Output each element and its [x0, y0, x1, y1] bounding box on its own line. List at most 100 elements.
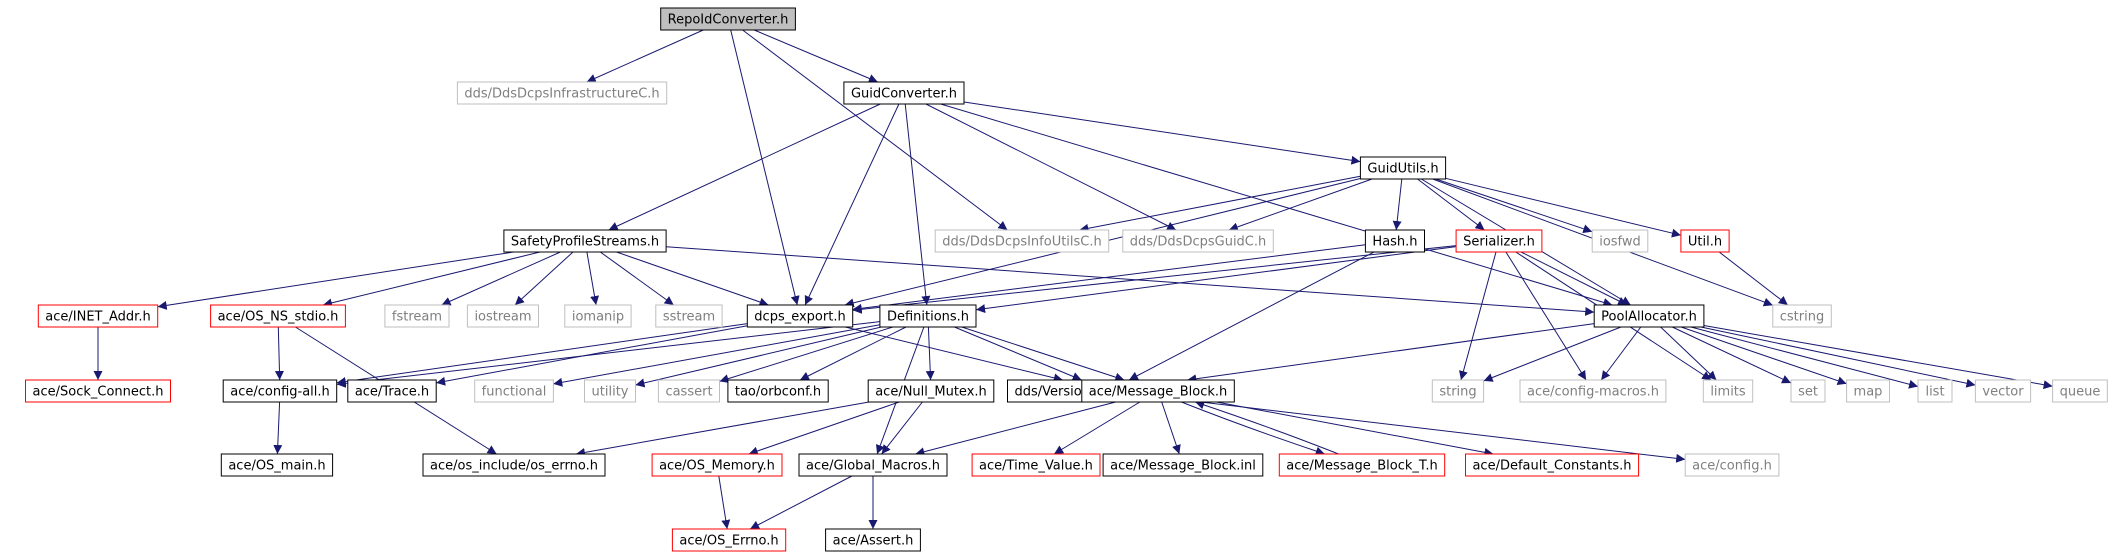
edge	[1216, 401, 1494, 457]
edge	[1600, 326, 1642, 381]
node-box	[1680, 229, 1730, 253]
edge	[964, 101, 1361, 165]
node-n22[interactable]: ace/config-all.h	[222, 379, 338, 403]
node-label: string	[1439, 385, 1476, 400]
node-n11[interactable]: ace/INET_Addr.h	[37, 304, 159, 328]
node-box	[1790, 379, 1826, 403]
node-n8[interactable]: Serializer.h	[1455, 229, 1543, 253]
node-n49[interactable]: ace/Assert.h	[825, 528, 921, 552]
node-n5: dds/DdsDcpsInfoUtilsC.h	[934, 229, 1110, 253]
node-box	[1702, 379, 1754, 403]
node-n10[interactable]: Util.h	[1680, 229, 1730, 253]
edge	[441, 251, 561, 306]
node-n46[interactable]: ace/Default_Constants.h	[1465, 453, 1640, 477]
node-n29: string	[1431, 379, 1485, 403]
node-box	[655, 304, 723, 328]
node-box	[1278, 453, 1446, 477]
edge	[754, 29, 878, 83]
node-label: tao/orbconf.h	[735, 385, 821, 400]
node-box	[867, 379, 995, 403]
node-n3[interactable]: GuidUtils.h	[1359, 156, 1447, 180]
node-box	[746, 304, 854, 328]
node-label: set	[1798, 385, 1818, 400]
node-n7[interactable]: Hash.h	[1364, 229, 1426, 253]
edge	[1187, 323, 1595, 384]
edge	[719, 326, 894, 383]
node-label: dds/DdsDcpsInfrastructureC.h	[464, 87, 659, 102]
node-label: ace/OS_main.h	[228, 459, 325, 474]
node-label: list	[1925, 385, 1944, 400]
node-label: iostream	[474, 310, 531, 325]
node-n33: map	[1846, 379, 1890, 403]
node-n21[interactable]: ace/Sock_Connect.h	[25, 379, 171, 403]
node-n41[interactable]: ace/OS_Memory.h	[651, 453, 783, 477]
edge	[748, 401, 900, 456]
edge	[845, 326, 1063, 383]
node-n44[interactable]: ace/Message_Block.inl	[1102, 453, 1264, 477]
node-label: limits	[1710, 385, 1746, 400]
node-n47: ace/config.h	[1684, 453, 1780, 477]
node-n15: iomanip	[564, 304, 632, 328]
edge	[961, 326, 1125, 382]
node-label: ace/Global_Macros.h	[806, 459, 940, 474]
node-box	[1519, 379, 1667, 403]
edge	[514, 251, 574, 306]
node-box	[727, 379, 829, 403]
node-box	[210, 304, 346, 328]
node-n45[interactable]: ace/Message_Block_T.h	[1278, 453, 1446, 477]
edge	[586, 29, 704, 83]
edge	[608, 103, 881, 231]
node-n48[interactable]: ace/OS_Errno.h	[671, 528, 787, 552]
node-n39[interactable]: ace/OS_main.h	[220, 453, 334, 477]
node-label: ace/Assert.h	[833, 534, 914, 549]
node-n42[interactable]: ace/Global_Macros.h	[798, 453, 948, 477]
node-n37[interactable]: ace/Null_Mutex.h	[867, 379, 995, 403]
node-label: ace/Trace.h	[355, 385, 429, 400]
edge	[1195, 400, 1339, 455]
node-box	[422, 453, 606, 477]
node-n32: set	[1790, 379, 1826, 403]
node-label: ace/OS_Errno.h	[679, 534, 778, 549]
node-n0[interactable]: RepoIdConverter.h	[660, 7, 796, 31]
node-label: dcps_export.h	[754, 310, 845, 325]
node-n18[interactable]: Definitions.h	[879, 304, 977, 328]
edge	[915, 401, 1116, 457]
node-label: RepoIdConverter.h	[668, 13, 789, 28]
node-label: iomanip	[572, 310, 624, 325]
edge	[1505, 251, 1587, 381]
edge	[336, 321, 880, 388]
node-label: Hash.h	[1372, 235, 1417, 250]
node-n30: ace/config-macros.h	[1519, 379, 1667, 403]
node-label: GuidUtils.h	[1367, 162, 1438, 177]
node-box	[1917, 379, 1953, 403]
edge	[600, 251, 674, 306]
node-n43[interactable]: ace/Time_Value.h	[971, 453, 1101, 477]
edge	[1181, 401, 1325, 456]
edge	[954, 326, 1082, 381]
node-n4[interactable]: SafetyProfileStreams.h	[503, 229, 667, 253]
node-label: ace/Message_Block_T.h	[1286, 459, 1437, 474]
node-box	[1431, 379, 1485, 403]
edge	[976, 246, 1457, 313]
edge	[1392, 178, 1403, 231]
node-n17[interactable]: dcps_export.h	[746, 304, 854, 328]
node-label: PoolAllocator.h	[1601, 310, 1697, 325]
node-n2[interactable]: GuidConverter.h	[843, 81, 965, 105]
node-box	[1455, 229, 1543, 253]
node-label: ace/OS_NS_stdio.h	[218, 310, 339, 325]
node-n40[interactable]: ace/os_include/os_errno.h	[422, 453, 606, 477]
node-label: ace/INET_Addr.h	[45, 310, 150, 325]
node-box	[347, 379, 437, 403]
node-n38[interactable]: ace/Message_Block.h	[1081, 379, 1235, 403]
node-n19[interactable]: PoolAllocator.h	[1593, 304, 1705, 328]
node-n16: sstream	[655, 304, 723, 328]
node-n12[interactable]: ace/OS_NS_stdio.h	[210, 304, 346, 328]
edge	[1680, 326, 1847, 386]
node-label: dds/DdsDcpsGuidC.h	[1130, 235, 1267, 250]
node-box	[456, 81, 668, 105]
node-box	[1772, 304, 1832, 328]
node-n27[interactable]: tao/orbconf.h	[727, 379, 829, 403]
node-n23[interactable]: ace/Trace.h	[347, 379, 437, 403]
edge	[904, 103, 931, 306]
